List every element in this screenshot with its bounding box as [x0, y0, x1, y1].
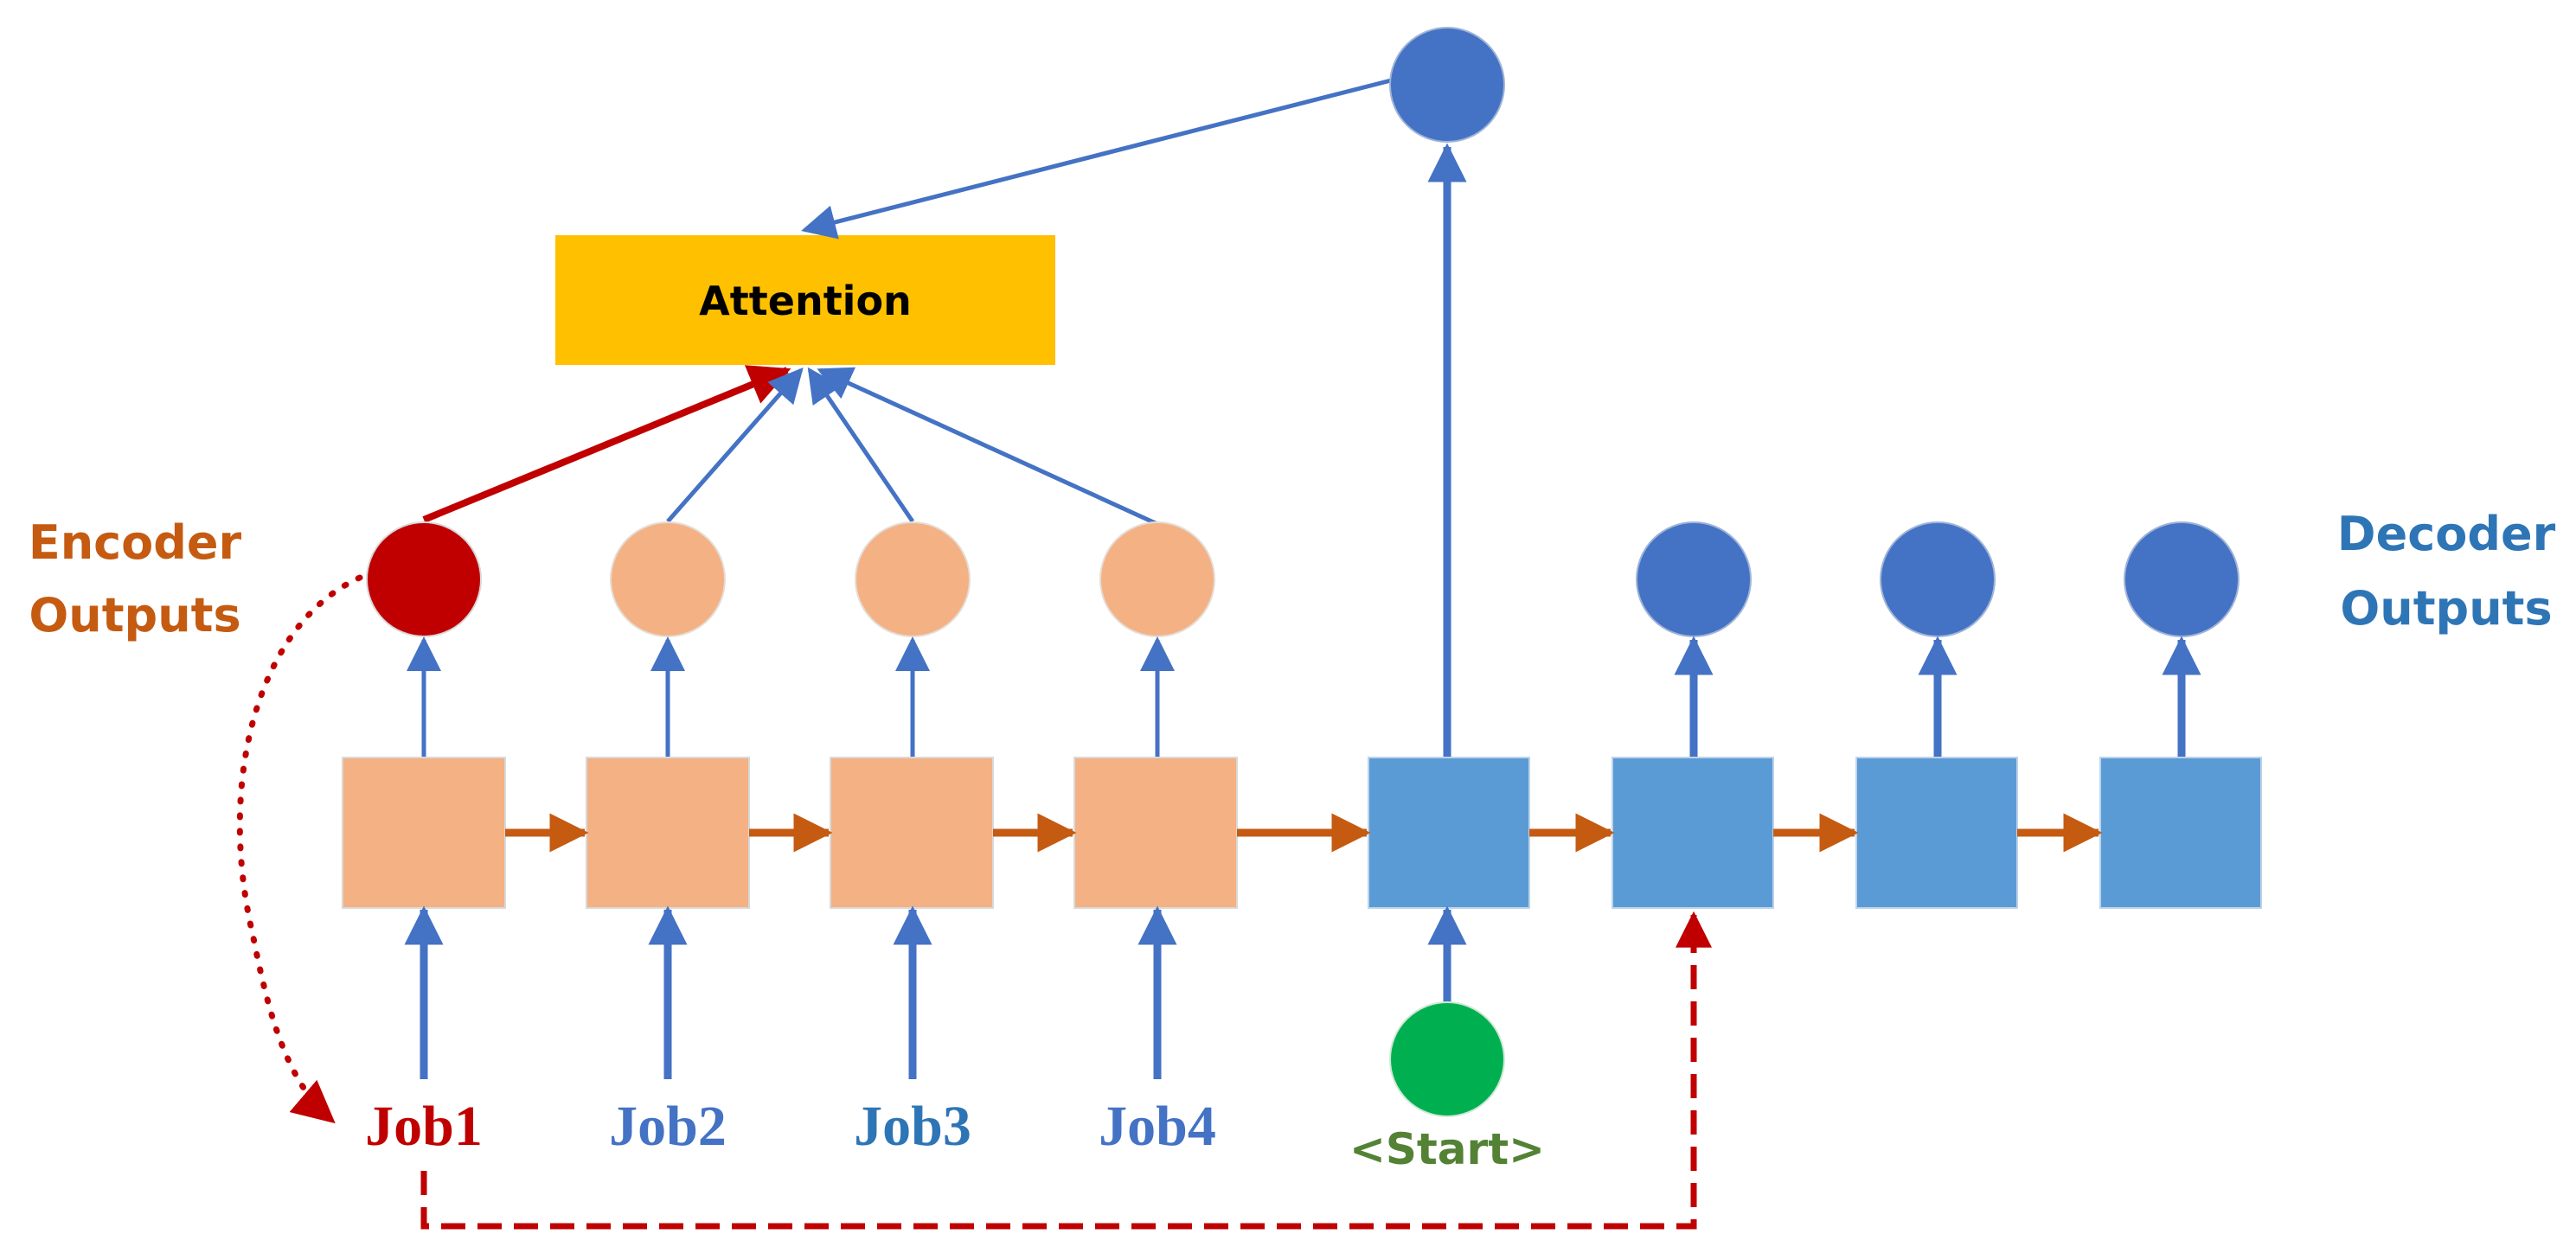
encoder-output-2-node — [610, 521, 726, 637]
encoder-output-1-attention-arrow — [422, 365, 791, 523]
encoder-cell-4 — [1073, 757, 1238, 909]
context-arrow — [801, 77, 1395, 240]
decoder-top-output-node — [1389, 27, 1505, 143]
encoder-outputs-label-line1: Encoder — [29, 515, 242, 570]
encoder-outputs-label-line2: Outputs — [29, 588, 240, 642]
encoder-output-3-attention-arrow — [807, 367, 915, 523]
feedback-dashed-arrow — [420, 911, 1712, 1230]
job1-label: Job1 — [365, 1095, 483, 1158]
encoder-cell-1 — [342, 757, 506, 909]
start-node — [1389, 1001, 1505, 1117]
decoder-outputs-label-line2: Outputs — [2340, 581, 2552, 636]
encoder-output-1-node — [366, 521, 482, 637]
attention-box — [555, 235, 1055, 365]
encoder-output-3-node — [855, 521, 971, 637]
encoder-cell-3 — [830, 757, 994, 909]
decoder-cell-1 — [1368, 757, 1530, 909]
decoder-output-4-node — [2124, 521, 2240, 637]
selection-dotted-arrow — [236, 574, 363, 1124]
decoder-outputs-label-line1: Decoder — [2337, 507, 2556, 561]
decoder-cell-3 — [1855, 757, 2018, 909]
start-label: <Start> — [1349, 1124, 1545, 1174]
job3-label: Job3 — [854, 1095, 971, 1158]
job2-label: Job2 — [609, 1095, 727, 1158]
decoder-output-2-node — [1636, 521, 1752, 637]
decoder-cell-4 — [2099, 757, 2262, 909]
encoder-output-4-attention-arrow — [817, 367, 1159, 527]
decoder-output-3-node — [1880, 521, 1996, 637]
encoder-cell-2 — [586, 757, 750, 909]
encoder-output-2-attention-arrow — [666, 367, 804, 523]
attention-label: Attention — [699, 278, 912, 324]
job4-label: Job4 — [1099, 1095, 1216, 1158]
decoder-cell-2 — [1612, 757, 1774, 909]
encoder-output-4-node — [1099, 521, 1215, 637]
